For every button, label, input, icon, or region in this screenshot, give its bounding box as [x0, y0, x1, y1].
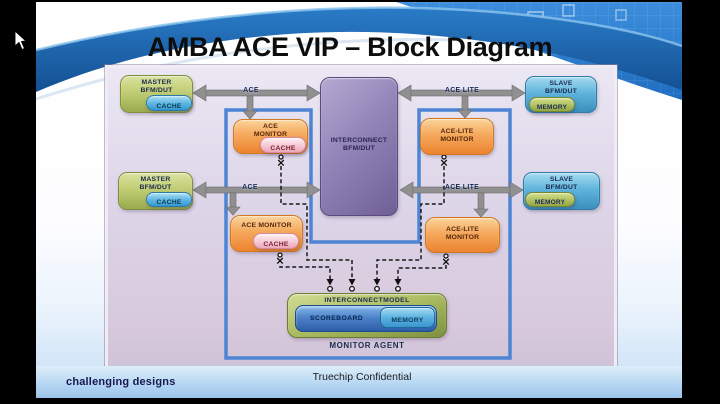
presentation-slide: AMBA ACE VIP – Block Diagram — [36, 2, 682, 398]
bus-label-ace-lite-bottom: ACE LITE — [444, 184, 480, 191]
ace-lite-bus-arrow-top — [397, 84, 526, 119]
port-symbol — [277, 154, 285, 167]
ace-monitor-label-line2: MONITOR — [253, 131, 288, 139]
port-symbol — [276, 252, 284, 265]
ace-monitor-bottom-connection — [279, 266, 331, 279]
footer-confidential: Truechip Confidential — [312, 371, 412, 383]
ace-lite-monitor-bottom-connection — [397, 265, 447, 279]
ace-lite-bus-arrow-bottom — [399, 181, 524, 218]
port-symbol — [442, 253, 450, 266]
deco-square — [562, 4, 575, 17]
ace-bus-arrow-bottom — [192, 181, 321, 216]
interconnect-label-line2: BFM/DUT — [343, 145, 375, 153]
port-symbol — [440, 154, 448, 167]
cache-box-master-top: CACHE — [146, 95, 192, 111]
bus-label-ace-bottom: ACE — [242, 184, 258, 191]
interconnect-label-line1: INTERCONNECT — [330, 137, 388, 144]
analysis-port-symbols — [276, 154, 450, 266]
footer-tagline: challenging designs — [66, 376, 176, 388]
analysis-connections — [279, 166, 447, 279]
ace-lite-monitor-top-connection — [376, 166, 445, 279]
cache-label: CACHE — [270, 145, 296, 152]
model-input-arrows — [326, 279, 402, 292]
header-ribbon — [36, 6, 682, 101]
footer-band — [36, 366, 682, 398]
deco-square — [615, 9, 627, 21]
bus-arrows — [192, 84, 526, 218]
bus-label-ace-lite-top: ACE LITE — [444, 87, 480, 94]
slave-label-line1: SLAVE — [549, 80, 573, 87]
memory-label: MEMORY — [534, 199, 566, 206]
cache-label: CACHE — [156, 199, 182, 206]
interconnect-model-title: INTERCONNECTMODEL — [324, 297, 410, 304]
mouse-cursor-icon — [14, 30, 28, 51]
slave-label-line1: SLAVE — [549, 176, 574, 183]
ace-lite-monitor-box-top: ACE-LITE MONITOR — [420, 118, 494, 155]
scoreboard-label: SCOREBOARD — [310, 315, 364, 322]
ace-bus-arrow-top — [192, 84, 321, 120]
memory-label: MEMORY — [391, 317, 424, 324]
cache-label: CACHE — [156, 103, 182, 110]
cache-box-ace-monitor-top: CACHE — [260, 137, 306, 153]
ace-monitor-top-connection — [280, 166, 353, 279]
cache-label: CACHE — [263, 241, 289, 248]
cache-box-master-bottom: CACHE — [146, 192, 192, 207]
block-diagram-panel: ACE ACE LITE ACE ACE LITE MASTER BFM/DUT… — [108, 68, 614, 370]
master-label-line1: MASTER — [140, 176, 171, 183]
interconnect-bfm-dut-box: INTERCONNECT BFM/DUT — [320, 77, 398, 216]
master-label-line2: BFM/DUT — [139, 184, 172, 192]
cache-box-ace-monitor-bottom: CACHE — [253, 233, 299, 249]
slave-label-line2: BFM/DUT — [545, 88, 577, 96]
monitor-boundary-outline — [224, 108, 512, 360]
ace-lite-monitor-label-line1: ACE-LITE — [440, 128, 474, 135]
master-label-line1: MASTER — [141, 79, 172, 86]
ace-lite-monitor-label-line1: ACE-LITE — [446, 226, 479, 233]
master-label-line2: BFM/DUT — [140, 87, 173, 95]
monitor-agent-label: MONITOR AGENT — [329, 341, 405, 350]
ace-lite-monitor-label-line2: MONITOR — [445, 234, 480, 242]
memory-box-model: MEMORY — [380, 307, 435, 328]
slide-title: AMBA ACE VIP – Block Diagram — [147, 32, 553, 62]
ace-lite-monitor-box-bottom: ACE-LITE MONITOR — [425, 217, 500, 253]
memory-label: MEMORY — [536, 104, 568, 111]
memory-box-slave-top: MEMORY — [529, 97, 575, 112]
ace-monitor-label-line1: ACE — [263, 123, 278, 130]
ace-monitor-label-line1: ACE MONITOR — [241, 222, 292, 229]
memory-box-slave-bottom: MEMORY — [525, 192, 575, 207]
bus-label-ace-top: ACE — [243, 87, 259, 94]
diagram-connectors — [192, 84, 526, 360]
ace-lite-monitor-label-line2: MONITOR — [440, 136, 474, 144]
slave-label-line2: BFM/DUT — [545, 184, 578, 192]
